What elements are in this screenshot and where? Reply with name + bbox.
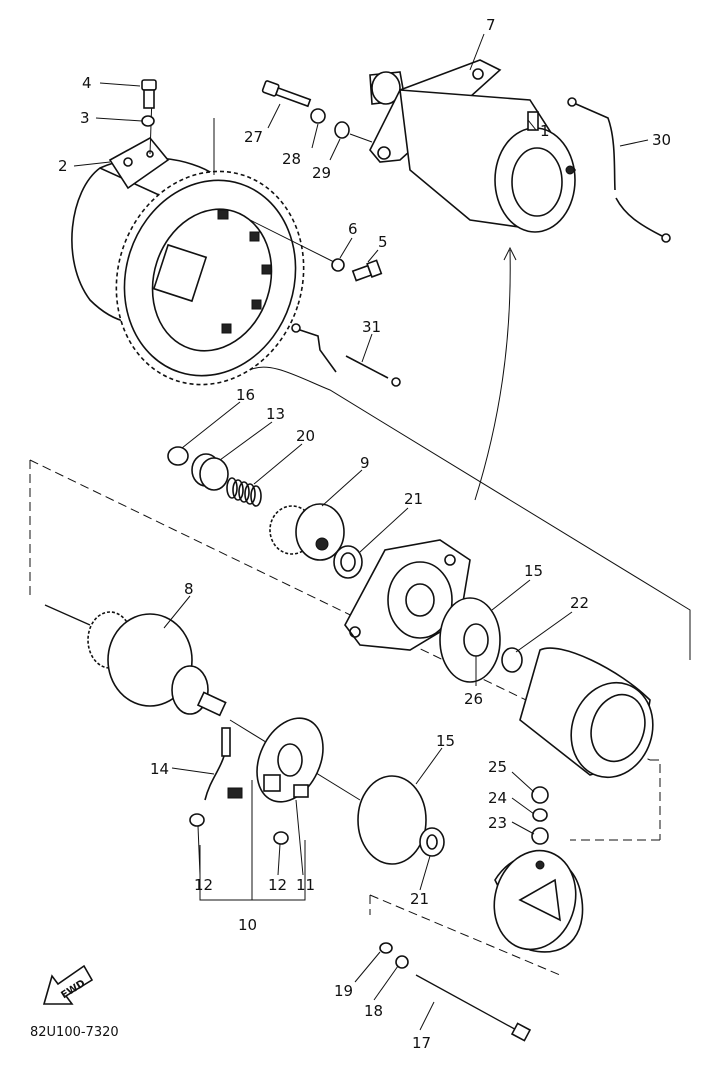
callout-21-upper: 21 xyxy=(404,490,423,508)
o-ring-part xyxy=(334,121,350,139)
callout-19: 19 xyxy=(334,982,353,1000)
lead-wire-part xyxy=(291,323,401,387)
starter-motor-assembly xyxy=(369,59,576,233)
callout-27: 27 xyxy=(244,128,263,146)
starter-clutch-gear-part xyxy=(269,503,345,561)
circlip-part xyxy=(167,446,189,466)
callout-17: 17 xyxy=(412,1034,431,1052)
starter-clutch-assembly xyxy=(71,79,305,386)
callout-3: 3 xyxy=(80,109,90,127)
bolt-washer-set xyxy=(249,219,383,282)
o-ring-part xyxy=(395,955,409,969)
callout-14: 14 xyxy=(150,760,169,778)
callout-11: 11 xyxy=(296,876,315,894)
nut-part xyxy=(189,813,289,845)
starter-lead-wire-part xyxy=(567,97,671,243)
yoke-part xyxy=(519,647,654,779)
brush-holder-part xyxy=(227,717,324,803)
callout-30: 30 xyxy=(652,131,671,149)
washer-part xyxy=(419,827,445,857)
callout-10: 10 xyxy=(238,916,257,934)
callout-22: 22 xyxy=(570,594,589,612)
part-callouts: 7 4 3 2 1 27 28 29 30 6 5 31 16 13 20 9 … xyxy=(58,16,671,1052)
callout-6: 6 xyxy=(348,220,358,238)
bolt-part xyxy=(141,79,157,109)
washer-part xyxy=(379,942,393,954)
callout-12-right: 12 xyxy=(268,876,287,894)
callout-2: 2 xyxy=(58,157,68,175)
callout-31: 31 xyxy=(362,318,381,336)
callout-9: 9 xyxy=(360,454,370,472)
callout-7: 7 xyxy=(486,16,496,34)
mounting-bolt-part xyxy=(261,80,312,108)
washer-part xyxy=(310,108,326,124)
callout-8: 8 xyxy=(184,580,194,598)
brush-lead-part xyxy=(204,727,231,801)
callout-29: 29 xyxy=(312,164,331,182)
leader-lines xyxy=(73,33,649,1031)
clutch-plate-part xyxy=(108,136,170,190)
o-ring-part xyxy=(357,775,427,865)
callout-15-lower: 15 xyxy=(436,732,455,750)
front-bracket-part xyxy=(344,539,471,651)
assembly-arrow xyxy=(474,249,511,501)
callout-15-upper: 15 xyxy=(524,562,543,580)
callout-13: 13 xyxy=(266,405,285,423)
callout-1: 1 xyxy=(540,122,550,140)
terminal-hardware-part xyxy=(531,786,549,845)
callout-21-lower: 21 xyxy=(410,890,429,908)
washer-part xyxy=(141,115,155,127)
rear-cover-part xyxy=(493,849,584,953)
callout-12-left: 12 xyxy=(194,876,213,894)
fwd-arrow-icon: FWD xyxy=(42,964,94,1005)
through-bolt-part xyxy=(415,974,532,1042)
washer-part xyxy=(501,647,523,673)
callout-28: 28 xyxy=(282,150,301,168)
callout-4: 4 xyxy=(82,74,92,92)
callout-5: 5 xyxy=(378,233,388,251)
callout-23: 23 xyxy=(488,814,507,832)
callout-18: 18 xyxy=(364,1002,383,1020)
callout-26: 26 xyxy=(464,690,483,708)
collar-part xyxy=(191,453,229,491)
diagram-code: 82U100-7320 xyxy=(30,1025,119,1040)
oil-seal-part xyxy=(463,623,489,657)
callout-16: 16 xyxy=(236,386,255,404)
callout-20: 20 xyxy=(296,427,315,445)
armature-part xyxy=(44,604,227,717)
washer-part xyxy=(333,545,363,579)
callout-25: 25 xyxy=(488,758,507,776)
callout-24: 24 xyxy=(488,789,507,807)
spring-part xyxy=(226,477,262,507)
